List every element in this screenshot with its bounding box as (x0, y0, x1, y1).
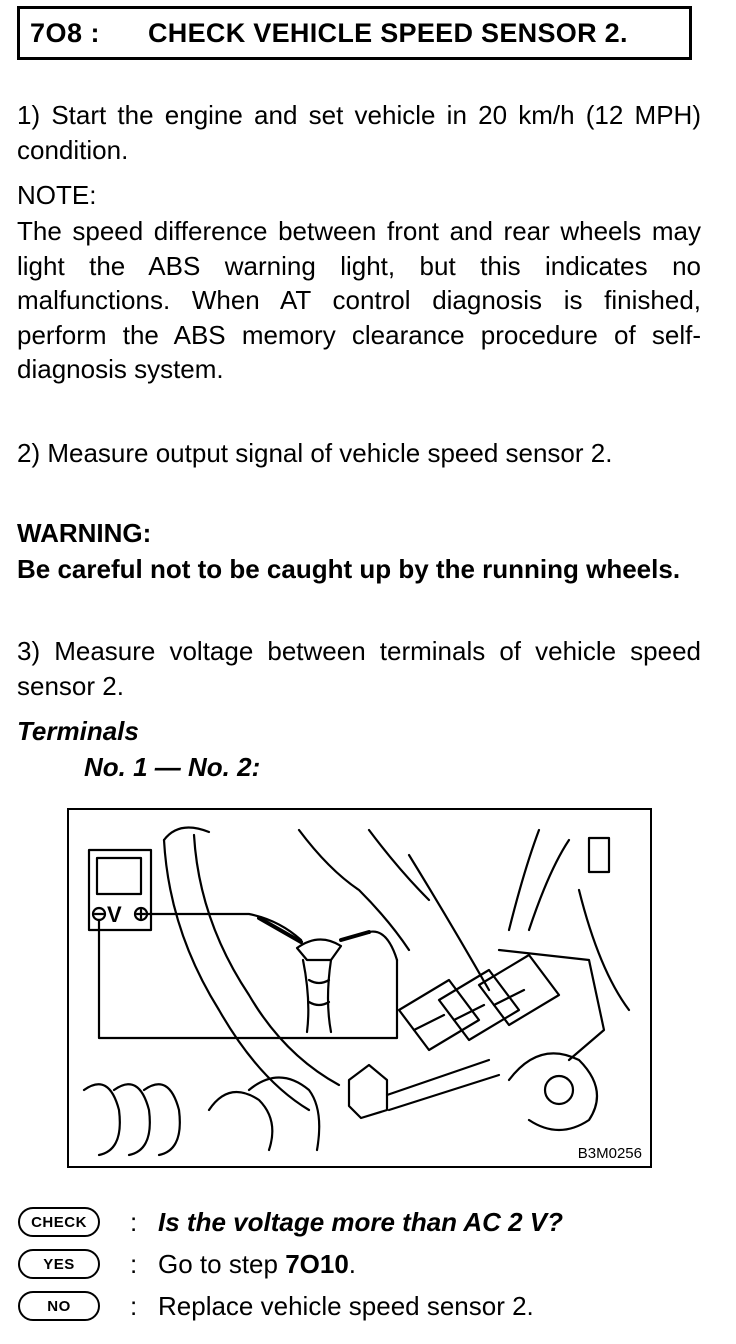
meter-symbol: V (107, 902, 122, 927)
warning-label: WARNING: (17, 518, 152, 548)
yes-action-prefix: Go to step (158, 1248, 286, 1279)
warning-text: Be careful not to be caught up by the ru… (17, 554, 681, 584)
no-action: Replace vehicle speed sensor 2. (158, 1290, 534, 1321)
step-code: 7O8 : (30, 17, 101, 48)
note-label: NOTE: (17, 180, 97, 210)
answer-separator: : (130, 1290, 138, 1321)
answer-no: NO : Replace vehicle speed sensor 2. (18, 1288, 534, 1324)
sensor-drawing: V (82, 826, 631, 1157)
check-question: Is the voltage more than AC 2 V? (158, 1206, 564, 1237)
step-1-text: 1) Start the engine and set vehicle in 2… (17, 100, 701, 165)
answer-separator: : (130, 1248, 138, 1279)
yes-action: Go to step 7O10. (158, 1249, 356, 1280)
voltmeter-icon (87, 848, 153, 932)
step-title: CHECK VEHICLE SPEED SENSOR 2. (148, 17, 628, 48)
answer-yes: YES : Go to step 7O10. (18, 1246, 356, 1282)
yes-action-suffix: . (348, 1248, 357, 1279)
yes-step-ref: 7O10 (285, 1248, 349, 1279)
figure-code: B3M0256 (577, 1145, 642, 1162)
answer-check: CHECK : Is the voltage more than AC 2 V? (18, 1204, 563, 1240)
yes-badge: YES (18, 1249, 100, 1279)
step-2-text: 2) Measure output signal of vehicle spee… (17, 438, 613, 468)
answer-separator: : (130, 1206, 138, 1237)
step-header: 7O8 : CHECK VEHICLE SPEED SENSOR 2. (17, 6, 692, 60)
step-3-text: 3) Measure voltage between terminals of … (17, 636, 701, 701)
sensor-illustration: V (67, 808, 652, 1168)
terminals-value: No. 1 — No. 2: (84, 752, 261, 782)
terminals-label: Terminals (17, 716, 139, 746)
check-badge: CHECK (18, 1207, 100, 1237)
no-badge: NO (18, 1291, 100, 1321)
note-text: The speed difference between front and r… (17, 216, 701, 384)
